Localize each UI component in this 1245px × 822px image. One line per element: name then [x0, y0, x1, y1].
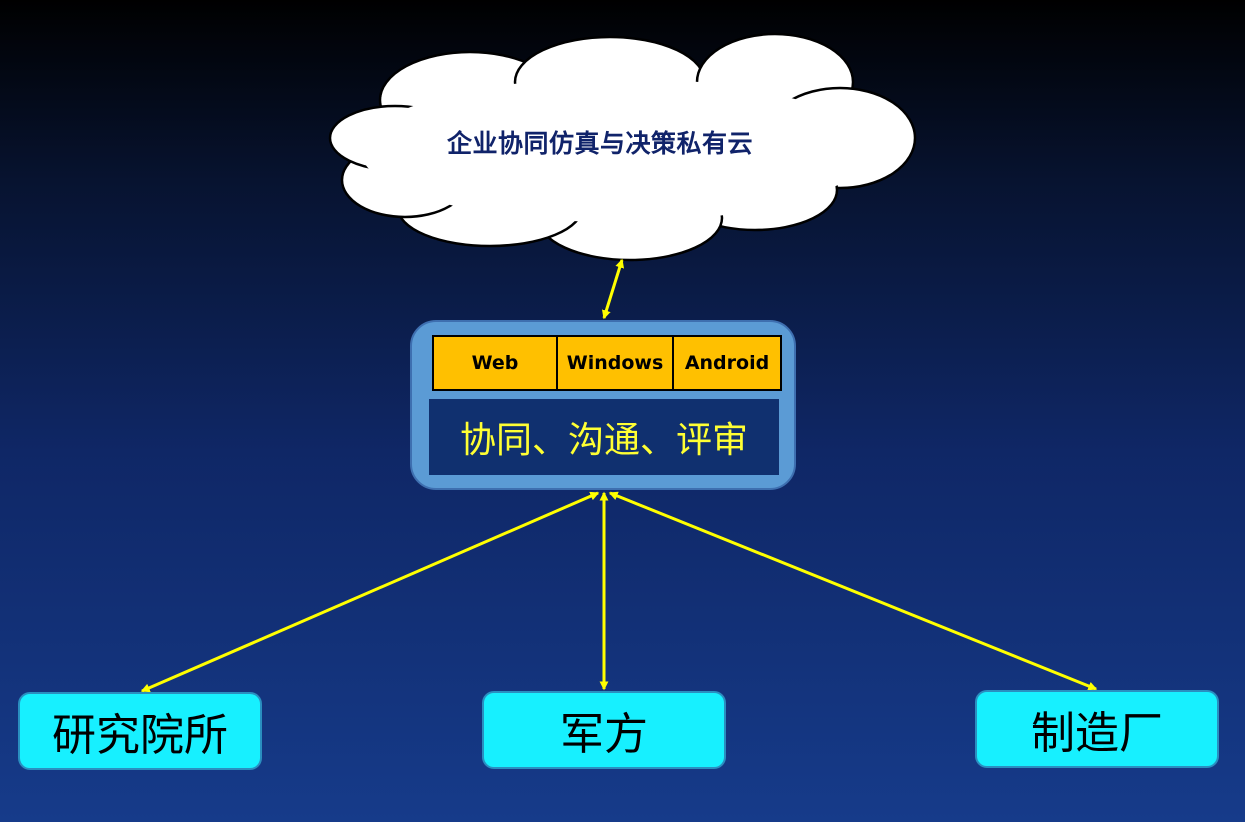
cloud-shape: [328, 32, 917, 262]
node-research-institute: 研究院所: [18, 692, 262, 770]
hub-institute-connector: [140, 491, 600, 693]
platform-row: Web Windows Android: [432, 335, 782, 391]
node-military: 军方: [482, 691, 726, 769]
cloud-label: 企业协同仿真与决策私有云: [446, 129, 753, 158]
function-label: 协同、沟通、评审: [427, 397, 781, 477]
hub-factory-connector: [608, 491, 1098, 691]
node-factory: 制造厂: [975, 690, 1219, 768]
platform-android: Android: [684, 352, 770, 374]
cloud-hub-connector: [601, 258, 625, 320]
collaboration-hub: Web Windows Android 协同、沟通、评审: [410, 320, 796, 490]
platform-windows: Windows: [558, 337, 674, 389]
platform-web: Web: [434, 337, 558, 389]
